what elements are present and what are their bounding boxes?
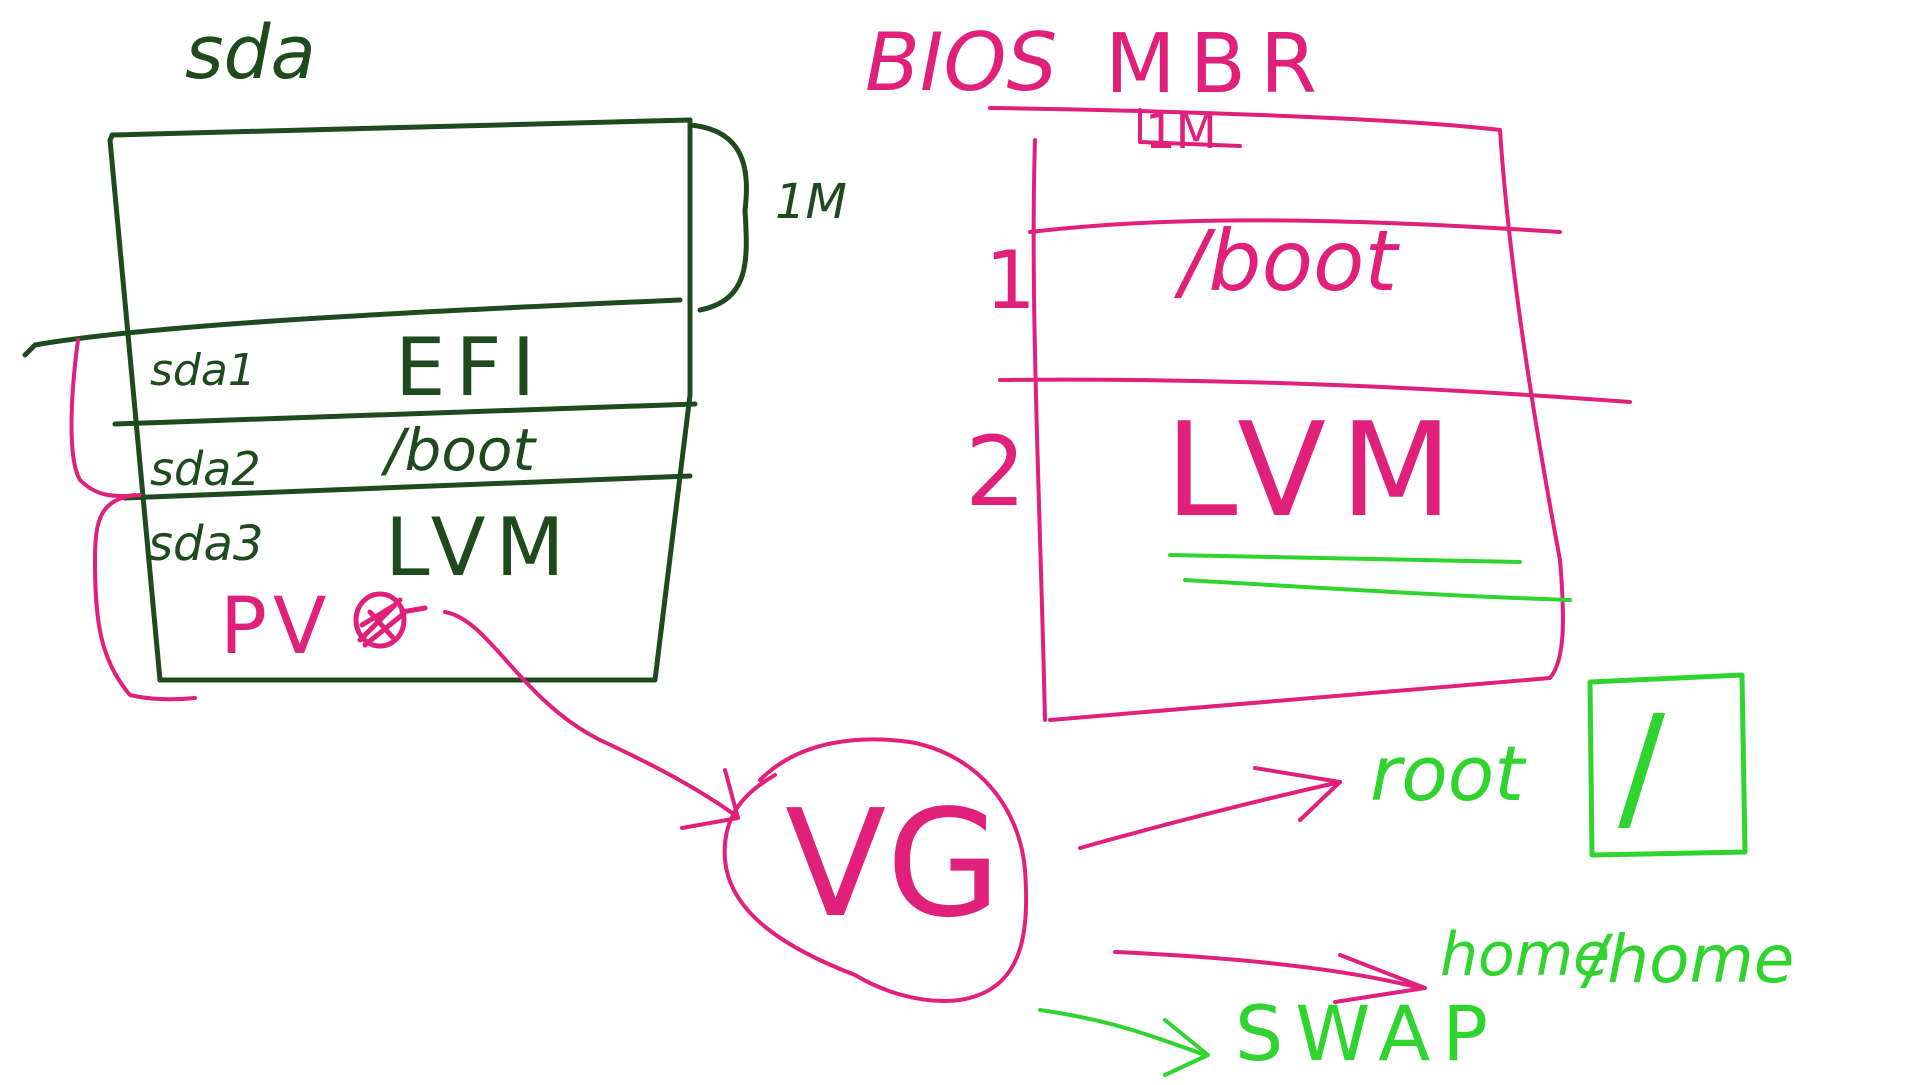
lv-home-label: home [1440,920,1610,990]
pv-label: PV [220,582,332,672]
table-label: MBR [1105,17,1331,112]
vg-to-swap-arrow [1038,1008,1210,1077]
left-disk-outline [107,117,693,683]
separator-sda1-sda2 [112,401,698,427]
vg-label: VG [785,778,1001,950]
lv-home-mount: /home [1580,921,1794,998]
separator-sda2-sda3 [122,473,693,501]
mbr-partition-number-2: 2 [965,416,1026,528]
vg-blob [722,737,1029,1003]
disk-title: sda [185,10,316,96]
mbr-left-edge [1031,138,1047,722]
mbr-top-line [988,106,1502,132]
mbr-partition-label-1: /boot [1173,212,1400,310]
partition-label-3: LVM [385,501,575,594]
firmware-label: BIOS [865,16,1057,109]
size-bracket [687,122,749,313]
mbr-partition-label-2: LVM [1165,394,1466,546]
pv-to-vg-arrow [443,610,737,817]
mbr-marker [1138,108,1242,148]
partition-label-2: /boot [380,416,537,484]
mbr-right-edge [1048,128,1565,722]
partition-label-1: EFI [395,321,545,414]
mbr-partition-number-1: 1 [985,234,1036,327]
partition-name-3: sda3 [148,516,263,572]
root-mount-box [1587,672,1748,858]
size-note: 1M [775,174,847,230]
lv-root-label: root [1370,729,1527,818]
mbr-separator-2 [998,377,1632,404]
pv-dot [353,591,428,649]
root-mount-label: / [1618,686,1666,849]
lvm-underline [1168,553,1572,602]
partition-name-2: sda2 [150,442,261,496]
lv-swap-label: SWAP [1235,989,1500,1078]
mbr-separator-1 [1028,218,1562,234]
vg-to-root-arrow [1078,780,1342,850]
right-disk-mbr [988,106,1632,722]
left-bracket [69,338,197,702]
partition-name-1: sda1 [150,345,256,396]
vg-to-home-arrow [1113,950,1422,990]
vg-group [443,610,1427,1004]
